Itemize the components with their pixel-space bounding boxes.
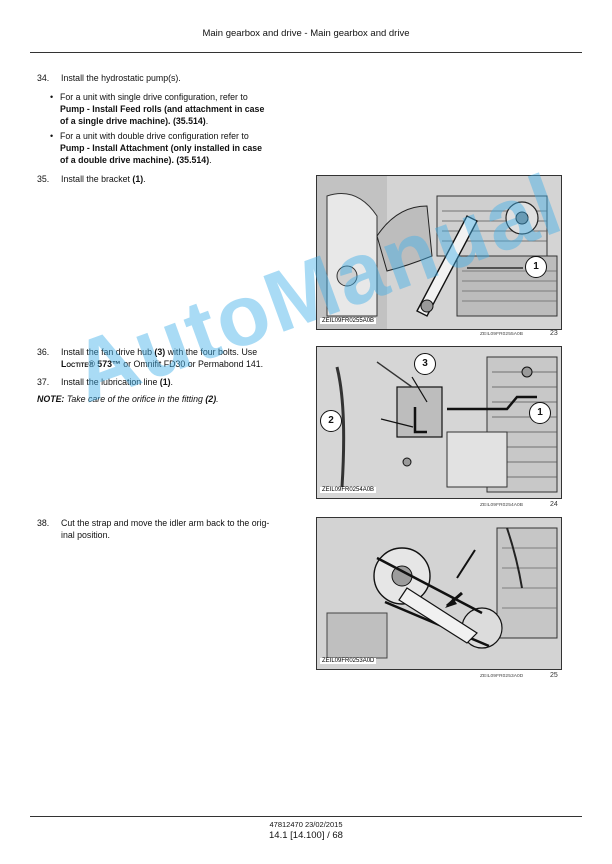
callout-1: 1 <box>525 256 547 278</box>
figure-code-inner: ZEIL09FR0253A0D <box>320 658 377 664</box>
bullet-link[interactable]: Pump - Install Feed rolls (and attachmen… <box>60 104 265 114</box>
figure-number: 24 <box>550 501 558 508</box>
figure-number: 23 <box>550 330 558 337</box>
step-34: 34. Install the hydrostatic pump(s). <box>37 72 297 84</box>
figure-23-bracket: 1 ZEIL09FR0255A0B <box>316 175 562 330</box>
step-number: 35. <box>37 174 50 184</box>
step-35: 35. Install the bracket (1). <box>37 174 146 184</box>
bullet-dot: • <box>50 92 54 102</box>
step-number: 36. <box>37 347 50 357</box>
footer-rule <box>30 816 582 817</box>
bullet-link[interactable]: Pump - Install Attachment (only installe… <box>60 143 263 153</box>
figure-code: ZEIL09FR0255A0B <box>480 332 524 337</box>
step-37: 37. Install the lubrication line (1). <box>37 377 173 387</box>
bracket-illustration <box>317 176 561 329</box>
step-text: Install the hydrostatic pump(s). <box>61 73 181 83</box>
callout-ref: (1) <box>159 377 171 387</box>
step-36: 36. Install the fan drive hub (3) with t… <box>37 347 264 369</box>
note-label: NOTE: <box>37 394 65 404</box>
figure-code: ZEIL09FR0253A0D <box>480 674 524 679</box>
page-header: Main gearbox and drive - Main gearbox an… <box>202 28 410 39</box>
callout-1: 1 <box>529 402 551 424</box>
note: NOTE: Take care of the orifice in the fi… <box>37 394 219 404</box>
figure-code-inner: ZEIL09FR0254A0B <box>320 487 377 493</box>
callout-3: 3 <box>414 353 436 375</box>
step-38: 38. Cut the strap and move the idler arm… <box>37 518 270 540</box>
bullet-dot: • <box>50 131 54 141</box>
bullet-double-drive: • For a unit with double drive configura… <box>50 130 296 170</box>
step-number: 34. <box>37 73 50 83</box>
figure-number: 25 <box>550 672 558 679</box>
callout-ref: (3) <box>154 347 166 357</box>
section-ref[interactable]: (35.514) <box>176 155 210 165</box>
figure-code-inner: ZEIL09FR0255A0B <box>320 318 377 324</box>
footer-doc-id: 47812470 23/02/2015 <box>269 820 343 829</box>
callout-ref: (1) <box>132 174 144 184</box>
header-rule <box>30 52 582 53</box>
fan-drive-illustration <box>317 347 561 498</box>
bullet-link[interactable]: of a single drive machine). <box>60 116 171 126</box>
bullet-line: For a unit with single drive configurati… <box>60 92 248 102</box>
step-number: 37. <box>37 377 50 387</box>
bullet-single-drive: • For a unit with single drive configura… <box>50 91 296 131</box>
callout-ref: (2) <box>205 394 217 404</box>
footer-page-number: 14.1 [14.100] / 68 <box>269 830 343 841</box>
bullet-link[interactable]: of a double drive machine). <box>60 155 174 165</box>
section-ref[interactable]: (35.514) <box>172 116 206 126</box>
figure-25-idler-arm: ZEIL09FR0253A0D <box>316 517 562 670</box>
product-name: Loctite® 573™ <box>61 359 121 369</box>
bullet-line: For a unit with double drive configurati… <box>60 131 249 141</box>
idler-arm-illustration <box>317 518 561 669</box>
figure-code: ZEIL09FR0254A0B <box>480 503 524 508</box>
callout-2: 2 <box>320 410 342 432</box>
step-number: 38. <box>37 518 50 528</box>
figure-24-fan-drive-hub: 3 2 1 ZEIL09FR0254A0B <box>316 346 562 499</box>
